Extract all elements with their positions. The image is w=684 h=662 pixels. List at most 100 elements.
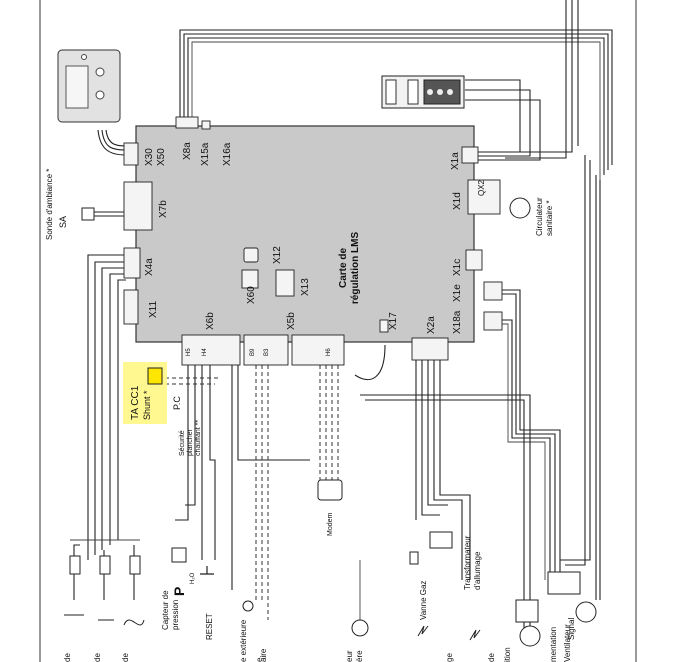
label-x5b: X5b <box>286 312 297 330</box>
connector-x1d-block <box>467 179 501 215</box>
connector-x60-block <box>241 269 259 289</box>
connector-x1a-block <box>461 146 479 164</box>
ventilateur-connector-icon <box>547 571 581 595</box>
connector-x30-block <box>123 142 139 166</box>
connector-x8a-block <box>175 116 199 129</box>
connector-x7b-block <box>123 181 153 231</box>
connector-x11-block <box>123 289 139 325</box>
aire-label: aire <box>259 648 268 662</box>
label-x17: X17 <box>388 312 399 330</box>
alimentation-icon <box>515 599 539 623</box>
modem-label: Modem <box>327 512 334 536</box>
spark-icon <box>417 625 429 637</box>
pump-icon <box>519 625 541 647</box>
label-x13: X13 <box>300 278 311 296</box>
mentation-label: mentation <box>549 627 558 662</box>
label-x1e: X1e <box>452 284 463 302</box>
label-x1d: X1d <box>452 192 463 210</box>
label-x7b: X7b <box>158 200 169 218</box>
capteur-label-1: Capteur de <box>161 590 170 630</box>
label-x15a: X15a <box>200 142 211 166</box>
label-x6b: X6b <box>205 312 216 330</box>
lms-board <box>135 125 475 343</box>
bottom-label-de2: de <box>93 653 102 662</box>
terminal-h4: H4 <box>202 348 208 356</box>
connector-x17-block <box>379 319 389 333</box>
connector-x4a-block <box>123 247 141 279</box>
sonde-ext-label: e extérieure <box>239 619 248 662</box>
bottom-label-ge: ge <box>445 653 454 662</box>
connector-x6b-block <box>181 334 241 366</box>
transfo-label-2: d'allumage <box>473 551 482 590</box>
terminal-b3: B3 <box>264 348 270 356</box>
bottom-label-ere: ère <box>355 650 364 662</box>
label-x1c: X1c <box>452 259 463 276</box>
ventilateur-label: Ventilateur <box>563 624 572 662</box>
ta-cc1-label: TA CC1 <box>130 385 141 420</box>
bottom-label-ition: ition <box>503 647 512 662</box>
label-x1a: X1a <box>450 152 461 170</box>
ta-cc1-terminal-icon <box>147 367 163 385</box>
circ-label-2: sanitaire * <box>545 200 554 236</box>
label-x11: X11 <box>148 301 159 318</box>
label-x18a: X18a <box>452 310 463 334</box>
wires <box>70 0 613 630</box>
label-x2a: X2a <box>426 316 437 334</box>
label-qx2: QX2 <box>477 179 486 196</box>
vanne-gaz-icon <box>409 551 419 565</box>
bottom-label-e: e <box>255 657 264 662</box>
circulateur-sanitaire-icon <box>509 197 531 219</box>
sonde-exterieure-icon <box>242 600 254 612</box>
vanne-gaz-label: Vanne Gaz <box>419 581 428 620</box>
connector-x5b-block <box>243 334 289 366</box>
capteur-label-2: pression <box>171 600 180 630</box>
securite-label-1: Sécurité <box>179 430 186 456</box>
connector-x18a-block <box>483 311 503 331</box>
terminal-b9: B9 <box>250 348 256 356</box>
securite-label-2: plancher <box>187 428 194 456</box>
bottom-label-de3: de <box>121 653 130 662</box>
circ-label-1: Circulateur <box>535 197 544 236</box>
ventilateur-fan-icon <box>575 601 597 623</box>
sonde-ambiance-label: Sonde d'ambiance * <box>45 169 54 240</box>
pressure-p-label: P <box>171 587 187 596</box>
reset-switch-icon <box>200 566 214 575</box>
pc-label: P.C <box>172 396 182 410</box>
label-x8a: X8a <box>182 142 193 160</box>
connector-x2a-block <box>411 337 449 361</box>
label-x12: X12 <box>272 246 283 264</box>
transformer-icon <box>429 531 453 549</box>
connector-x1c-block <box>465 249 483 271</box>
modem-icon <box>317 479 343 501</box>
terminal-h5: H5 <box>186 348 192 356</box>
sonde-ambiance-icon <box>81 207 95 221</box>
label-x50: X50 <box>156 148 167 166</box>
terminal-h6: H6 <box>326 348 332 356</box>
spark-icon-2 <box>469 629 481 641</box>
control-module <box>57 49 121 123</box>
bottom-label-de4: de <box>487 653 496 662</box>
label-x16a: X16a <box>222 142 233 166</box>
connector-x13-block <box>275 269 295 297</box>
connector-x12-block <box>243 247 259 263</box>
securite-label-3: chauffant ** <box>195 420 202 456</box>
shunt-label: Shunt * <box>142 390 152 420</box>
sa-label: SA <box>58 216 68 228</box>
bottom-label-de1: de <box>63 653 72 662</box>
label-x60: X60 <box>246 286 257 304</box>
connector-h6-block <box>291 334 345 366</box>
label-x30: X30 <box>144 148 155 166</box>
bottom-left-sensors <box>64 555 145 626</box>
reset-label: RESET <box>205 613 214 640</box>
board-title-line2: régulation LMS <box>350 232 361 305</box>
gas-valve-coil-icon <box>351 619 369 637</box>
connector-x15a-block <box>201 120 211 130</box>
label-x4a: X4a <box>144 258 155 276</box>
signal-label: Signal <box>567 618 576 640</box>
connector-x1e-block <box>483 281 503 301</box>
mains-connector <box>381 75 465 109</box>
bottom-label-eur: eur <box>345 650 354 662</box>
pressure-sensor-icon <box>171 547 187 563</box>
h2o-label: H₂O <box>190 572 196 584</box>
